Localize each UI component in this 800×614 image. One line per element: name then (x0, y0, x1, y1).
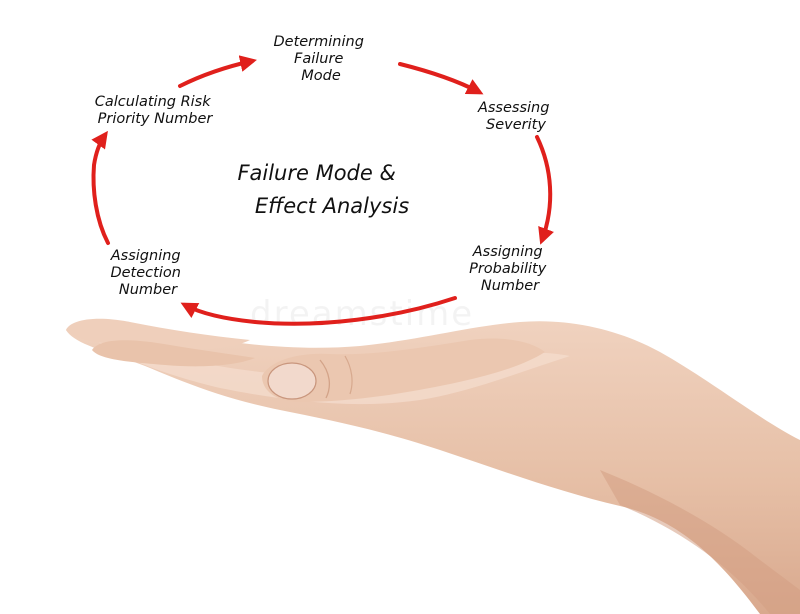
hand-thumbnail-shape (267, 362, 317, 400)
step-label-line: Calculating Risk (95, 94, 211, 110)
arrow-probability-to-detection (180, 296, 457, 326)
arrow-rpn-to-determining (178, 55, 257, 88)
hand-finger-shape (92, 340, 255, 367)
step-calculating-risk-priority-number: Calculating Risk Priority Number (95, 94, 216, 127)
watermark-text: dreamstime (250, 294, 474, 334)
step-label-line: Severity (486, 117, 546, 133)
step-label-line: Priority Number (98, 111, 214, 127)
step-label-line: Number (481, 278, 540, 294)
step-label-line: Detection (110, 265, 180, 281)
step-assessing-severity: Assessing Severity (477, 100, 554, 133)
step-label-line: Assessing (477, 100, 549, 116)
arrow-severity-to-probability (535, 135, 554, 245)
diagram-title-line: Failure Mode & (237, 161, 395, 185)
hand-palm-shape (66, 320, 800, 614)
hand-crease-line (344, 355, 353, 395)
hand-crease-line (319, 359, 331, 399)
diagram-title-line: Effect Analysis (255, 194, 409, 218)
step-label-line: Mode (301, 68, 341, 84)
step-determining-failure-mode: Determining Failure Mode (273, 34, 368, 84)
open-palm-hand-image (66, 318, 800, 614)
arrow-detection-to-rpn (91, 130, 110, 245)
step-label-line: Determining (273, 34, 363, 50)
diagram-title: Failure Mode & Effect Analysis (237, 161, 409, 218)
step-assigning-detection-number: Assigning Detection Number (110, 248, 186, 298)
step-label-line: Number (119, 282, 178, 298)
arrow-determining-to-severity (398, 62, 484, 95)
step-label-line: Probability (469, 261, 547, 277)
hand-palm-highlight (95, 340, 570, 405)
step-assigning-probability-number: Assigning Probability Number (469, 244, 551, 294)
step-label-line: Assigning (110, 248, 181, 264)
step-label-line: Assigning (472, 244, 543, 260)
hand-wrist-shading (600, 470, 800, 614)
step-label-line: Failure (294, 51, 343, 67)
hand-thumb-shape (262, 338, 545, 402)
cycle-arrows (91, 55, 554, 326)
